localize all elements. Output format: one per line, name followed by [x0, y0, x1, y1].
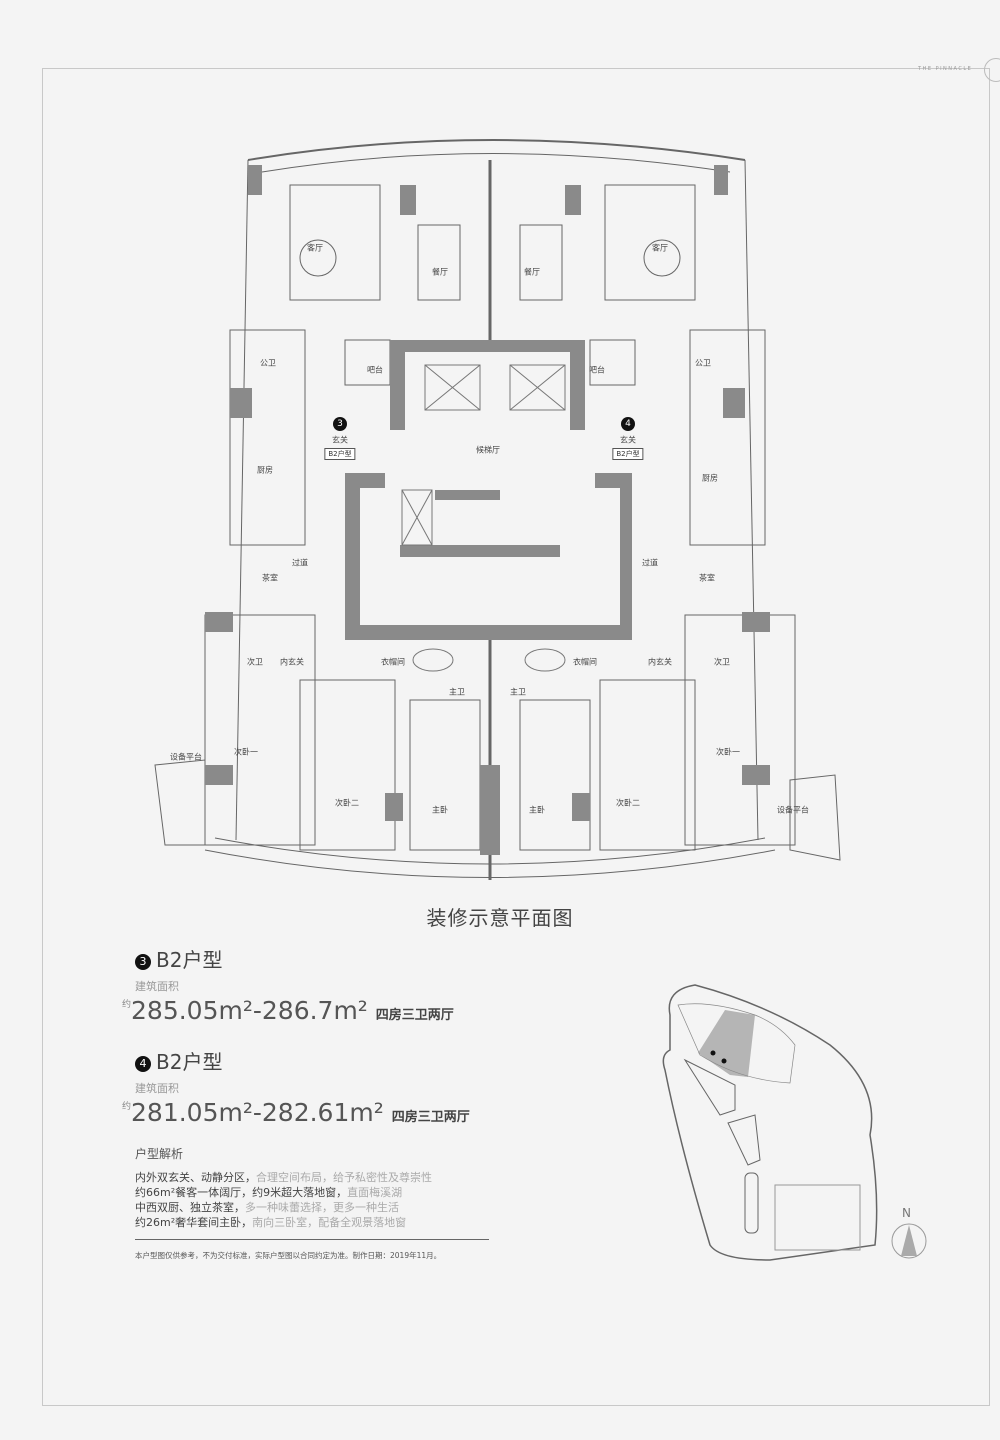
analysis-text: 内外双玄关、动静分区，合理空间布局，给予私密性及尊崇性 约66m²餐客一体阔厅，…: [135, 1170, 432, 1230]
analysis-bold: 约26m²奢华套间主卧，: [135, 1216, 253, 1229]
room-dining-right: 餐厅: [524, 267, 540, 277]
structural-walls: [205, 165, 770, 855]
analysis-light: 多一种味蕾选择，更多一种生活: [245, 1201, 399, 1214]
room-entry-right: 玄关: [620, 435, 636, 445]
room-master-bath-left: 主卫: [449, 687, 465, 697]
facade-curve-top-inner: [261, 153, 731, 173]
site-outline: [662, 984, 878, 1261]
room-master-right: 主卧: [529, 805, 545, 815]
unit-4-number: 4: [135, 1056, 151, 1072]
site-highlight: [698, 1010, 755, 1077]
unit-4-marker: 4: [621, 417, 635, 431]
analysis-light: 合理空间布局，给予私密性及尊崇性: [256, 1171, 432, 1184]
page-frame: [42, 68, 990, 1406]
unit-3-area-label: 建筑面积: [135, 980, 179, 993]
room-tea-left: 茶室: [262, 573, 278, 583]
disclaimer: 本户型图仅供参考，不为交付标准，实际户型图以合同约定为准。制作日期：2019年1…: [135, 1251, 442, 1260]
room-public-wc-left: 公卫: [260, 358, 276, 368]
room-closet-right: 衣帽间: [573, 657, 597, 667]
room-secondary-wc-left: 次卫: [247, 657, 263, 667]
unit-3-area-value: 285.05m²-286.7m²: [131, 996, 368, 1025]
room-bedroom2-left: 次卧二: [335, 798, 359, 808]
room-dining-left: 餐厅: [432, 267, 448, 277]
unit-4-area: 约281.05m²-282.61m² 四房三卫两厅: [122, 1098, 470, 1127]
room-living-left: 客厅: [307, 243, 323, 253]
room-closet-left: 衣帽间: [381, 657, 405, 667]
analysis-line: 中西双厨、独立茶室，多一种味蕾选择，更多一种生活: [135, 1200, 432, 1215]
analysis-light: 南向三卧室，配备全观景落地窗: [252, 1216, 407, 1229]
unit-4-area-value: 281.05m²-282.61m²: [131, 1098, 384, 1127]
room-living-right: 客厅: [652, 243, 668, 253]
room-tea-right: 茶室: [699, 573, 715, 583]
room-platform-right: 设备平台: [777, 805, 809, 815]
analysis-bold: 内外双玄关、动静分区，: [135, 1171, 256, 1184]
site-map: [662, 984, 878, 1261]
divider: [135, 1239, 489, 1240]
unit-3-tag: B2户型: [324, 448, 356, 460]
unit-3-prefix: 约: [122, 1000, 132, 1010]
room-corridor-right: 过道: [642, 558, 658, 568]
room-bedroom2-right: 次卧二: [616, 798, 640, 808]
brand-logo-icon: [984, 58, 1000, 82]
room-kitchen-right: 厨房: [702, 473, 718, 483]
unit-3-rooms: 四房三卫两厅: [375, 1008, 454, 1023]
analysis-line: 约66m²餐客一体阔厅，约9米超大落地窗，直面梅溪湖: [135, 1185, 432, 1200]
room-bar-left: 吧台: [367, 365, 383, 375]
room-bar-right: 吧台: [589, 365, 605, 375]
analysis-line: 内外双玄关、动静分区，合理空间布局，给予私密性及尊崇性: [135, 1170, 432, 1185]
room-bedroom1-left: 次卧一: [234, 747, 258, 757]
room-lobby: 候梯厅: [476, 445, 500, 455]
compass-icon: [891, 1223, 927, 1259]
room-platform-left: 设备平台: [170, 752, 202, 762]
unit-3-number: 3: [135, 954, 151, 970]
brand-name: THE PINNACLE: [918, 66, 973, 72]
room-master-bath-right: 主卫: [510, 687, 526, 697]
room-inner-entry-left: 内玄关: [280, 657, 304, 667]
unit-4-tag: B2户型: [612, 448, 644, 460]
room-master-left: 主卧: [432, 805, 448, 815]
unit-4-name: B2户型: [156, 1050, 223, 1074]
room-bedroom1-right: 次卧一: [716, 747, 740, 757]
unit-4-area-label: 建筑面积: [135, 1082, 179, 1095]
unit-3-area: 约285.05m²-286.7m² 四房三卫两厅: [122, 996, 454, 1025]
facade-curve-top: [247, 139, 746, 161]
analysis-bold: 约66m²餐客一体阔厅，约9米超大落地窗，: [135, 1186, 348, 1199]
unit-4-heading: 4 B2户型: [135, 1046, 222, 1075]
analysis-light: 直面梅溪湖: [347, 1186, 403, 1199]
unit-3-name: B2户型: [156, 948, 223, 972]
unit-4-prefix: 约: [122, 1102, 132, 1112]
room-kitchen-left: 厨房: [257, 465, 273, 475]
analysis-line: 约26m²奢华套间主卧，南向三卧室，配备全观景落地窗: [135, 1215, 432, 1230]
unit-4-rooms: 四房三卫两厅: [391, 1110, 470, 1125]
room-secondary-wc-right: 次卫: [714, 657, 730, 667]
plan-title: 装修示意平面图: [426, 906, 574, 930]
room-inner-entry-right: 内玄关: [648, 657, 672, 667]
room-public-wc-right: 公卫: [695, 358, 711, 368]
north-label: N: [902, 1206, 911, 1220]
analysis-heading: 户型解析: [135, 1147, 184, 1161]
room-entry-left: 玄关: [332, 435, 348, 445]
room-corridor-left: 过道: [292, 558, 308, 568]
analysis-bold: 中西双厨、独立茶室，: [135, 1201, 245, 1214]
unit-3-heading: 3 B2户型: [135, 944, 222, 973]
unit-3-marker: 3: [333, 417, 347, 431]
